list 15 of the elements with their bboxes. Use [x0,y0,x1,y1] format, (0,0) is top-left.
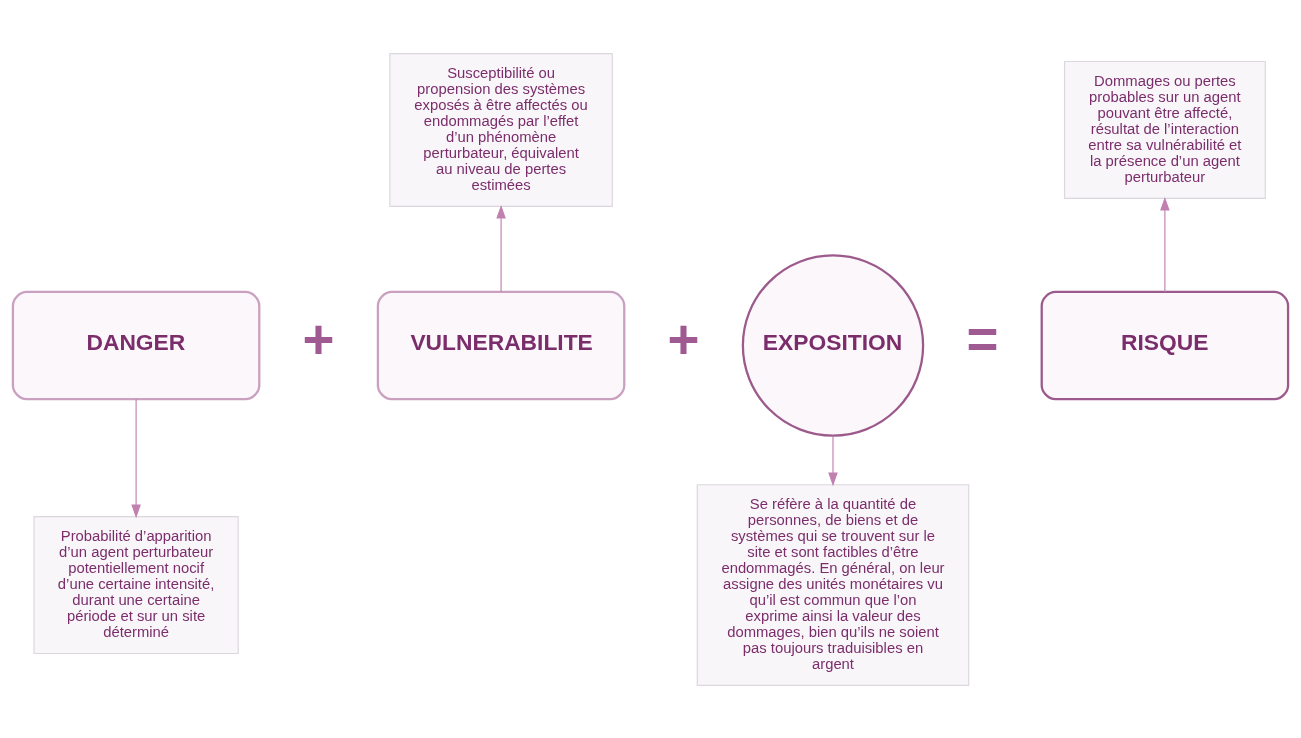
node-circle: EXPOSITION [741,253,925,437]
node-box: Dommages ou pertes probables sur un agent pouvant être affecté, résultat de l’interaction entre sa vulnérabilité et la présence d’un agent perturbateur [1063,60,1266,199]
label: + [302,307,335,370]
arrow [496,204,506,292]
node-box: VULNERABILITE [376,290,626,400]
node-box: RISQUE [1040,290,1290,400]
label: = [966,307,999,370]
node-box: Se réfère à la quantité de personnes, de biens et de systèmes qui se trouvent sur le site et sont factibles d’être endommagés. En général, on leur assigne des unités monétaires vu qu’il est commun que l’on exprime ainsi la valeur des dommages, bien qu’ils ne soient pas toujours traduisibles en argent [696,483,970,686]
arrow [131,398,141,518]
arrow [828,434,838,486]
node-box: DANGER [11,290,261,400]
node-box: Susceptibilité ou propension des systèmes exposés à être affectés ou endommagés par l’effet d’un phénomène perturbateur, équivalent au niveau de pertes estimées [389,52,613,207]
label: + [667,307,700,370]
arrow [1160,196,1170,292]
node-box: Probabilité d’apparition d’un agent perturbateur potentiellement nocif d’une certaine intensité, durant une certaine période et sur un site déterminé [33,515,239,654]
